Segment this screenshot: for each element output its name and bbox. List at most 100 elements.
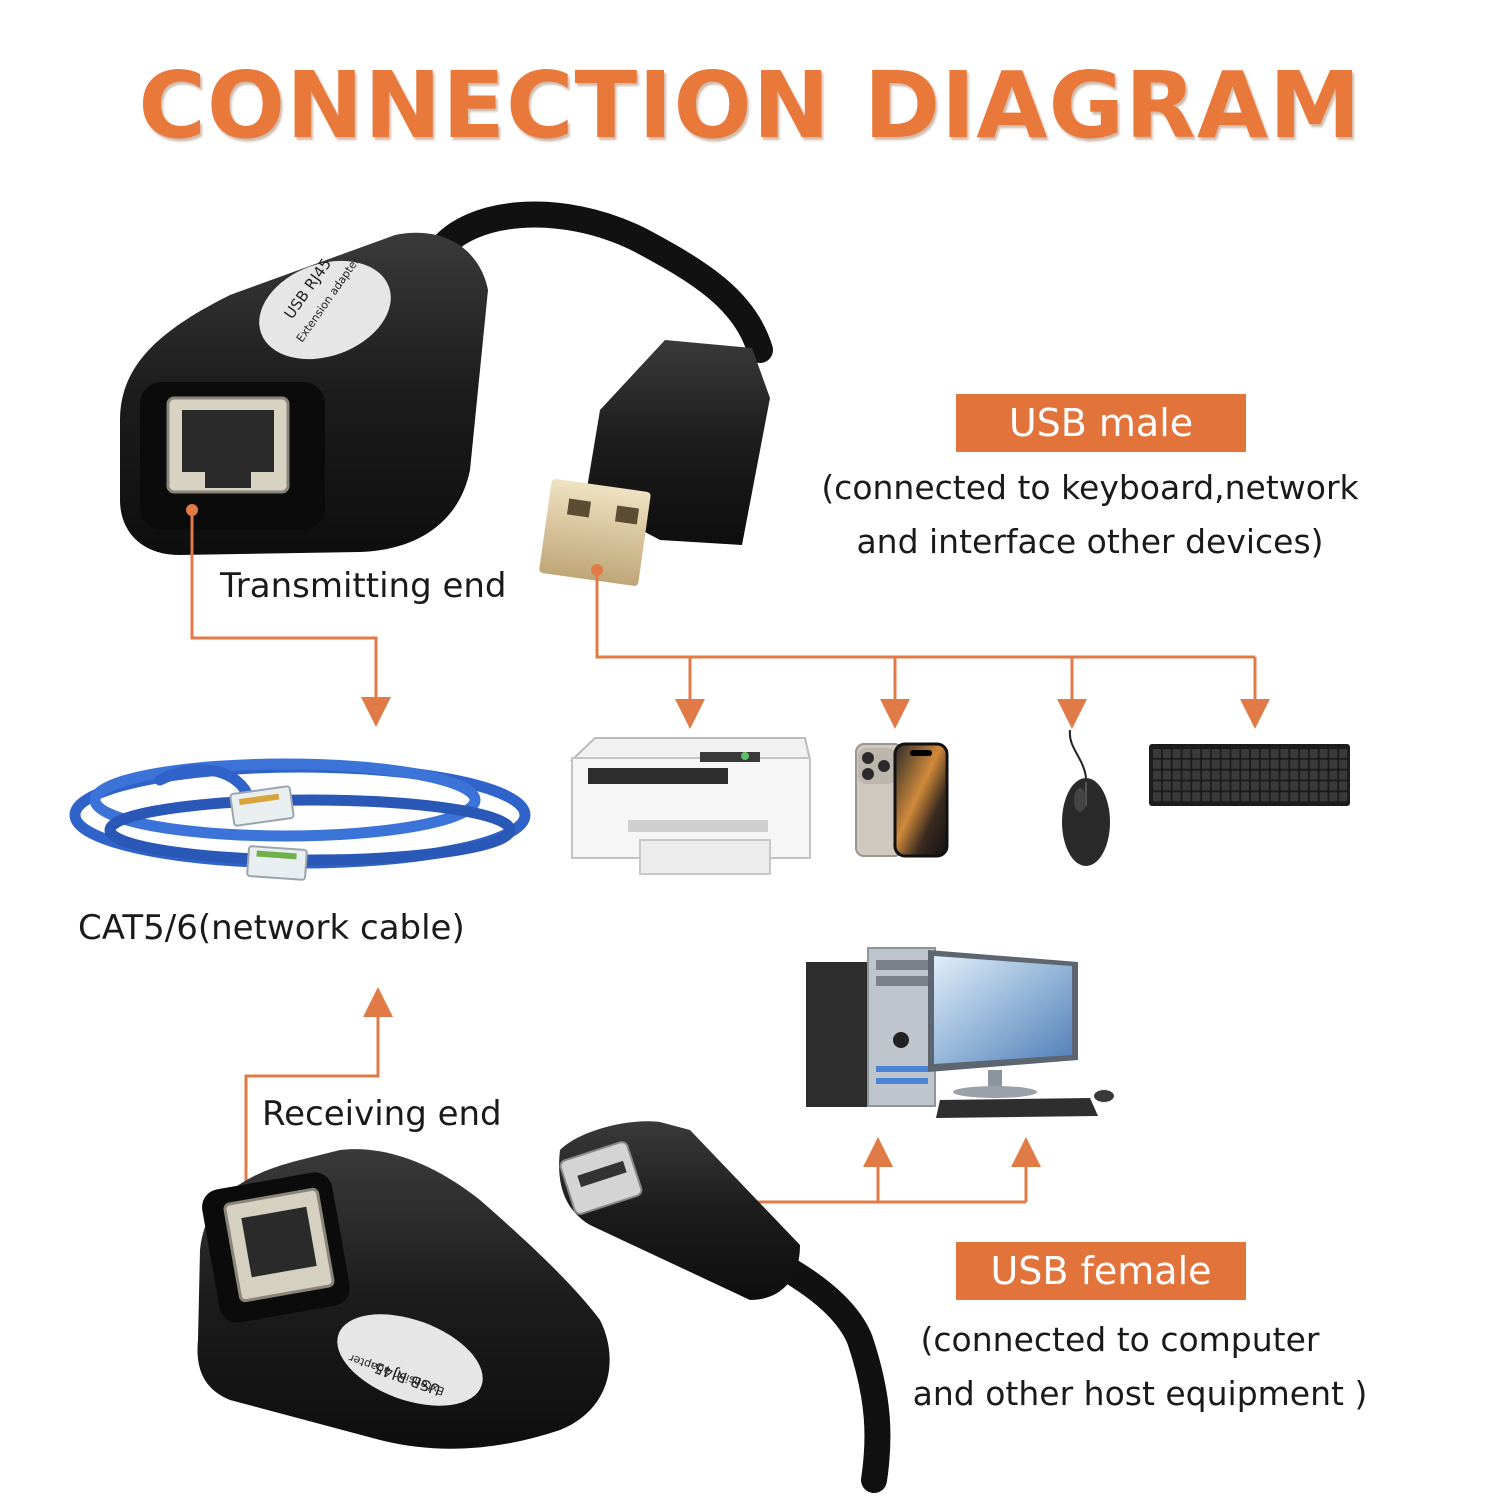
keyboard-key: [1290, 759, 1299, 769]
keyboard-key: [1162, 749, 1171, 758]
keyboard-key: [1251, 792, 1259, 802]
keyboard-key: [1221, 781, 1230, 791]
page-title: CONNECTION DIAGRAM: [138, 52, 1362, 159]
keyboard-key: [1202, 781, 1210, 791]
keyboard-key: [1339, 781, 1348, 791]
cable-label: CAT5/6(network cable): [78, 908, 465, 948]
keyboard-key: [1280, 781, 1289, 791]
keyboard-key: [1300, 749, 1308, 758]
rj45-plugs: [229, 785, 308, 881]
keyboard-key: [1300, 781, 1308, 791]
keyboard-key: [1241, 770, 1250, 780]
keyboard-key: [1280, 792, 1289, 802]
keyboard-key: [1339, 749, 1348, 758]
keyboard-key: [1231, 781, 1240, 791]
keyboard-key: [1153, 781, 1161, 791]
keyboard-key: [1280, 770, 1289, 780]
keyboard-key: [1319, 749, 1328, 758]
keyboard-key: [1290, 781, 1299, 791]
keyboard-key: [1211, 749, 1220, 758]
keyboard-key: [1290, 770, 1299, 780]
keyboard-key: [1192, 749, 1201, 758]
keyboard-key: [1162, 759, 1171, 769]
keyboard-key: [1162, 792, 1171, 802]
keyboard-key: [1192, 759, 1201, 769]
keyboard-key: [1300, 770, 1308, 780]
keyboard-key: [1300, 759, 1308, 769]
keyboard-key: [1280, 749, 1289, 758]
keyboard-key: [1153, 792, 1161, 802]
keyboard-key: [1309, 781, 1318, 791]
receiving-adapter: USB RJ45 Extension adapter: [197, 1121, 891, 1493]
keyboard-key: [1182, 759, 1191, 769]
keyboard-key: [1211, 770, 1220, 780]
keyboard-key: [1192, 770, 1201, 780]
keyboard-key: [1329, 759, 1338, 769]
keyboard-key: [1260, 770, 1269, 780]
keyboard-key: [1309, 792, 1318, 802]
keyboard-key: [1231, 770, 1240, 780]
keyboard-key: [1329, 792, 1338, 802]
keyboard-key: [1329, 781, 1338, 791]
keyboard-key: [1162, 781, 1171, 791]
keyboard-key: [1182, 792, 1191, 802]
keyboard-key: [1241, 781, 1250, 791]
keyboard-key: [1270, 759, 1279, 769]
usb-male-description-line2: and interface other devices): [856, 522, 1324, 561]
keyboard-key: [1182, 749, 1191, 758]
desktop-computer-icon: [806, 947, 1114, 1118]
keyboard-key: [1162, 770, 1171, 780]
keyboard-key: [1182, 781, 1191, 791]
keyboard-key: [1172, 781, 1181, 791]
keyboard-key: [1221, 792, 1230, 802]
usb-female-description-line1: (connected to computer: [920, 1320, 1320, 1359]
keyboard-key: [1290, 749, 1299, 758]
keyboard-key: [1339, 759, 1348, 769]
keyboard-key: [1309, 749, 1318, 758]
keyboard-icon: [1149, 744, 1350, 806]
keyboard-key: [1339, 770, 1348, 780]
keyboard-key: [1300, 792, 1308, 802]
transmitting-end-label: Transmitting end: [220, 566, 507, 606]
keyboard-key: [1339, 792, 1348, 802]
keyboard-key: [1290, 792, 1299, 802]
keyboard-key: [1241, 792, 1250, 802]
usb-female-description-line2: and other host equipment ): [912, 1374, 1368, 1413]
keyboard-key: [1192, 792, 1201, 802]
keyboard-key: [1231, 759, 1240, 769]
usb-male-description-line1: (connected to keyboard,network: [821, 468, 1359, 507]
keyboard-key: [1231, 792, 1240, 802]
keyboard-key: [1270, 792, 1279, 802]
smartphone-icon: [855, 742, 949, 858]
keyboard-key: [1329, 749, 1338, 758]
network-cable: [69, 758, 531, 869]
keyboard-key: [1153, 749, 1161, 758]
keyboard-key: [1319, 770, 1328, 780]
keyboard-key: [1172, 759, 1181, 769]
keyboard-key: [1211, 759, 1220, 769]
keyboard-key: [1319, 792, 1328, 802]
keyboard-key: [1260, 749, 1269, 758]
keyboard-key: [1270, 749, 1279, 758]
keyboard-key: [1270, 781, 1279, 791]
keyboard-key: [1309, 770, 1318, 780]
keyboard-key: [1202, 770, 1210, 780]
keyboard-key: [1153, 759, 1161, 769]
usb-female-badge: USB female: [956, 1242, 1246, 1300]
receiving-end-label: Receiving end: [262, 1094, 502, 1134]
mouse-icon: [1062, 729, 1110, 866]
keyboard-key: [1153, 770, 1161, 780]
keyboard-key: [1319, 781, 1328, 791]
keyboard-key: [1202, 759, 1210, 769]
transmitting-adapter: USB RJ45 Extension adapter: [120, 201, 773, 586]
keyboard-key: [1260, 781, 1269, 791]
keyboard-key: [1251, 759, 1259, 769]
keyboard-key: [1251, 781, 1259, 791]
keyboard-key: [1211, 792, 1220, 802]
keyboard-key: [1211, 781, 1220, 791]
keyboard-key: [1251, 770, 1259, 780]
usb-male-badge: USB male: [956, 394, 1246, 452]
keyboard-key: [1221, 749, 1230, 758]
